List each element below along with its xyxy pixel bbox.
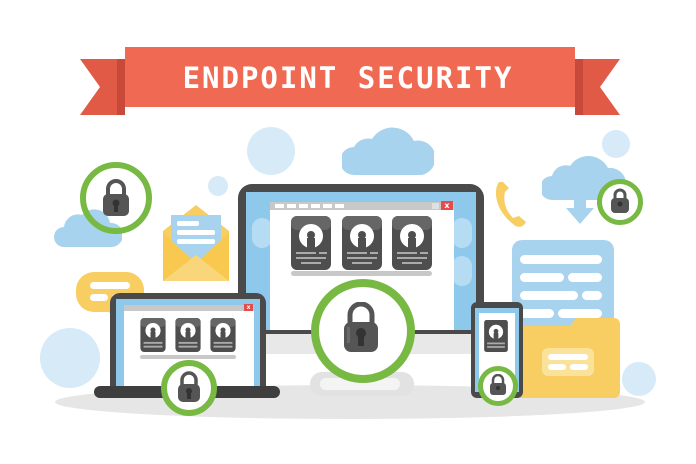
padlock-icon: [103, 179, 129, 216]
profile-card[interactable]: [140, 318, 166, 352]
profile-card[interactable]: [210, 318, 236, 352]
monitor-base-inner: [320, 378, 400, 390]
folder-icon: [520, 318, 620, 398]
decor-circle: [622, 362, 656, 396]
decor-circle: [602, 130, 630, 158]
profile-card[interactable]: [342, 216, 382, 270]
phone-handset-icon: [495, 182, 526, 227]
profile-card[interactable]: [291, 216, 331, 270]
envelope-icon: [163, 205, 229, 281]
padlock-icon: [611, 188, 629, 213]
banner-title: ENDPOINT SECURITY: [182, 61, 514, 95]
cloud-icon: [342, 127, 434, 175]
window-close-button[interactable]: x: [244, 304, 253, 311]
laptop-lock-ring[interactable]: [161, 360, 217, 416]
monitor-screen-decor: [452, 256, 472, 286]
decor-circle: [40, 328, 100, 388]
padlock-icon: [178, 371, 200, 402]
monitor-window-titlebar: [270, 202, 454, 210]
laptop-progress-bar: [140, 355, 236, 359]
center-lock-ring[interactable]: [311, 279, 415, 383]
padlock-ring: [80, 162, 152, 234]
monitor-progress-bar: [291, 271, 432, 276]
document-icon: [512, 240, 614, 340]
profile-card[interactable]: [175, 318, 201, 352]
padlock-icon: [344, 302, 378, 352]
profile-card[interactable]: [392, 216, 432, 270]
banner-ribbon: [80, 47, 620, 115]
window-close-button[interactable]: x: [441, 201, 453, 210]
profile-card[interactable]: [484, 320, 508, 352]
monitor-screen-decor: [252, 218, 272, 248]
monitor-screen-decor: [452, 218, 472, 248]
decor-circle: [247, 127, 295, 175]
laptop-window-titlebar: [124, 305, 254, 311]
padlock-icon: [490, 374, 506, 395]
decor-circle: [208, 176, 228, 196]
window-minimize-button[interactable]: [432, 203, 439, 209]
window-tab-dashes: [275, 204, 344, 208]
